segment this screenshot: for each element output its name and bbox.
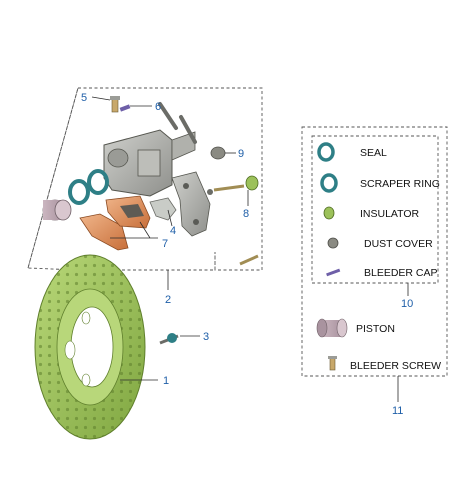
caliper-group-side xyxy=(27,87,79,269)
seal-icon xyxy=(317,142,335,162)
callout-1: 1 xyxy=(163,375,169,387)
legend-insulator-label: INSULATOR xyxy=(360,208,420,220)
brake-disc xyxy=(34,254,146,440)
leader-5 xyxy=(91,96,111,101)
legend-dust-cover-label: DUST COVER xyxy=(364,238,433,250)
callout-6: 6 xyxy=(155,101,161,113)
callout-2: 2 xyxy=(165,294,171,306)
leader-4 xyxy=(167,209,173,227)
legend-piston-label: PISTON xyxy=(356,323,395,335)
caliper-group-outline xyxy=(27,87,263,271)
piston xyxy=(42,199,72,221)
callout-8: 8 xyxy=(243,208,249,220)
bleeder-screw xyxy=(110,96,120,113)
bleeder-screw-icon xyxy=(328,356,337,371)
dust-cover xyxy=(210,146,226,160)
brake-pads xyxy=(79,195,151,251)
callout-7: 7 xyxy=(162,238,168,250)
callout-5: 5 xyxy=(81,92,87,104)
bleeder-cap-icon xyxy=(326,268,341,277)
caliper-body xyxy=(103,102,197,197)
scraper-ring-icon xyxy=(320,173,338,193)
insulator-icon xyxy=(323,206,335,220)
disc-bolt xyxy=(159,333,179,345)
lower-bolt xyxy=(239,254,259,266)
callout-10: 10 xyxy=(401,298,413,310)
callout-4: 4 xyxy=(170,225,176,237)
slide-pin-assembly xyxy=(207,175,259,195)
caliper-bracket xyxy=(171,171,211,237)
piston-icon xyxy=(316,318,348,338)
legend-bleeder-screw-label: BLEEDER SCREW xyxy=(350,360,441,372)
callout-3: 3 xyxy=(203,331,209,343)
pad-spring xyxy=(149,197,177,221)
legend-seal-label: SEAL xyxy=(360,147,387,159)
bleeder-cap xyxy=(119,104,131,112)
callout-11: 11 xyxy=(392,405,403,417)
legend-bleeder-cap-label: BLEEDER CAP xyxy=(364,267,438,279)
legend-scraper-ring-label: SCRAPER RING xyxy=(360,178,440,190)
callout-9: 9 xyxy=(238,148,244,160)
kit-outer-box xyxy=(301,126,448,377)
dust-cover-icon xyxy=(327,237,339,249)
kit-10-box xyxy=(311,135,439,284)
caliper-seals xyxy=(68,169,109,205)
leader-7 xyxy=(110,221,158,239)
